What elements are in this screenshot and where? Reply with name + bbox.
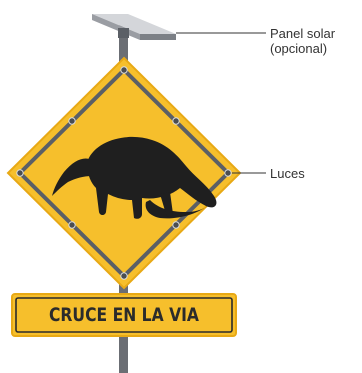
light-dot xyxy=(172,117,180,125)
plate-text: CRUCE EN LA VIA xyxy=(48,304,200,326)
light-dot xyxy=(68,221,76,229)
solar-panel-label: Panel solar (opcional) xyxy=(270,26,335,56)
light-dot xyxy=(120,272,128,280)
solar-panel-label-line2: (opcional) xyxy=(270,41,328,56)
solar-panel-label-line1: Panel solar xyxy=(270,26,336,41)
light-dot xyxy=(16,169,24,177)
sign-lights xyxy=(16,66,232,280)
light-dot xyxy=(120,66,128,74)
anteater-silhouette-icon xyxy=(52,136,217,219)
light-dot xyxy=(172,221,180,229)
solar-panel xyxy=(92,14,176,40)
light-dot xyxy=(224,169,232,177)
plate xyxy=(11,293,237,337)
lights-label: Luces xyxy=(270,166,305,181)
light-dot xyxy=(68,117,76,125)
